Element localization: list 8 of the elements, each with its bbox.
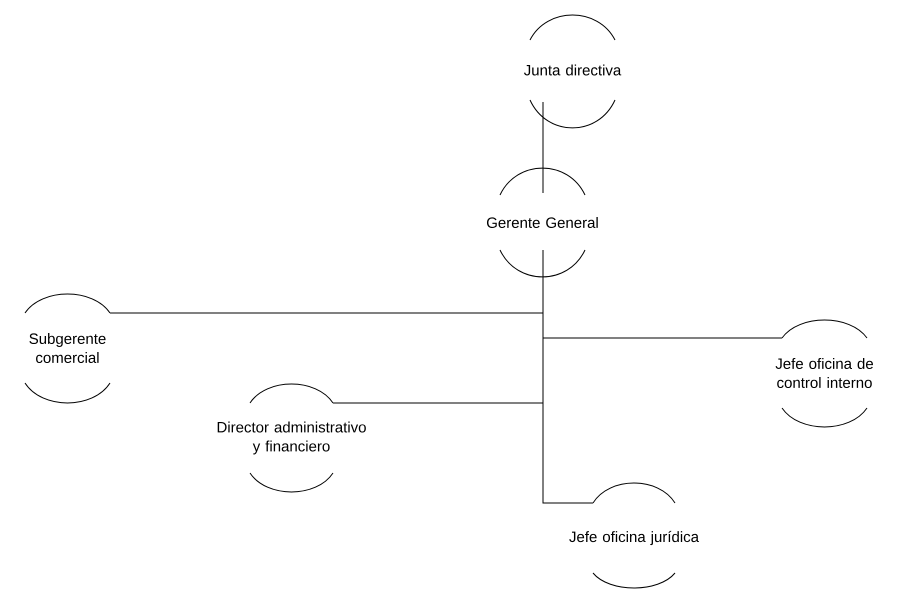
org-unit: Junta directiva [524,14,622,128]
org-unit: Jefe oficina de control interno [776,320,873,428]
org-unit: Jefe oficina jurídica [569,482,699,588]
connector-line [542,102,544,194]
org-unit: Gerente General [486,168,598,278]
connector-line [542,250,594,504]
org-unit: Director administrativo y financiero [218,384,366,492]
org-unit: Subgerente comercial [24,294,110,404]
